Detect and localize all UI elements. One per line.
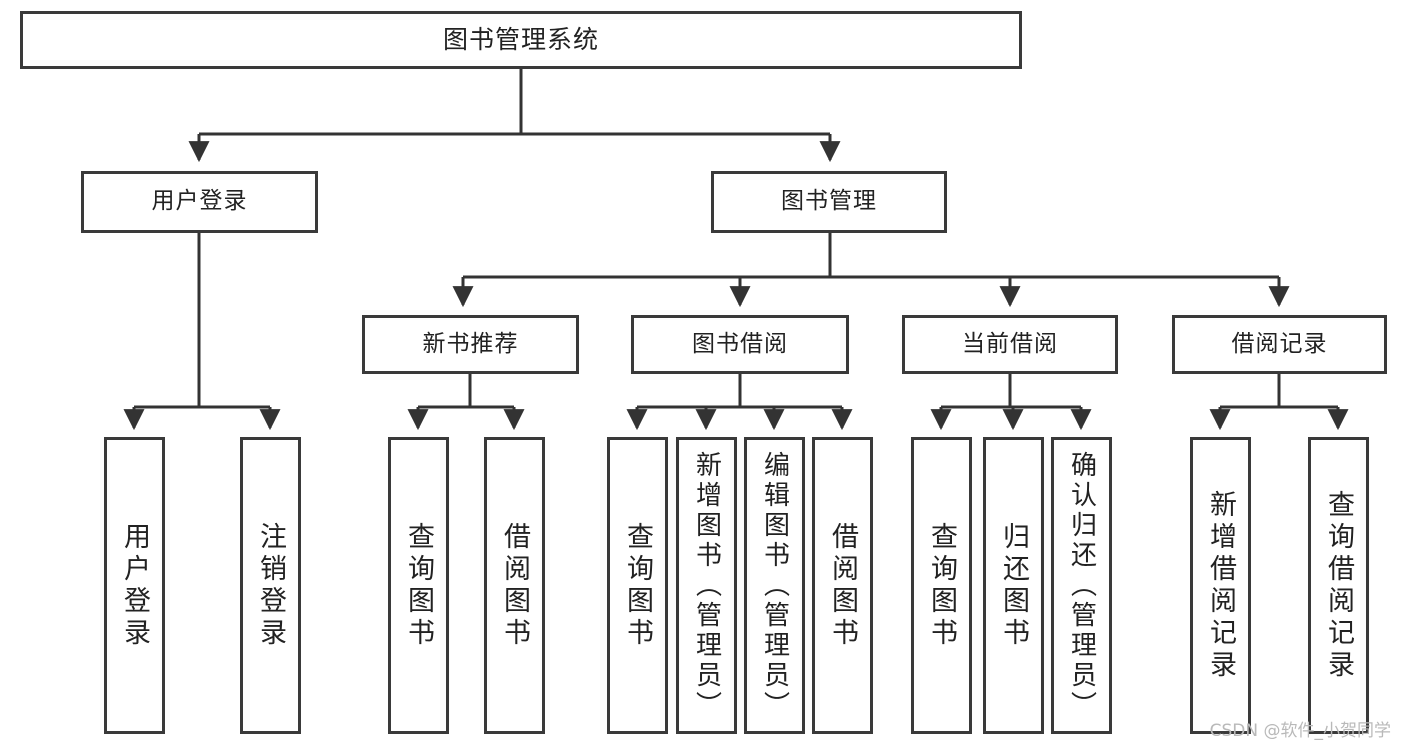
node-root[interactable]: 图书管理系统	[20, 11, 1022, 69]
leaf-query-book[interactable]: 查询图书	[607, 437, 668, 734]
node-borrow-record-label: 借阅记录	[1231, 330, 1328, 357]
node-user-login-label: 用户登录	[151, 188, 248, 215]
node-current-borrow[interactable]: 当前借阅	[902, 315, 1118, 374]
leaf-query-book-current[interactable]: 查询图书	[911, 437, 972, 734]
leaf-add-borrow-record-label: 新增借阅记录	[1205, 489, 1236, 682]
leaf-return-book-label: 归还图书	[998, 521, 1029, 650]
leaf-add-book-admin[interactable]: 新增图书（管理员）	[676, 437, 737, 734]
leaf-add-borrow-record[interactable]: 新增借阅记录	[1190, 437, 1251, 734]
leaf-logout[interactable]: 注销登录	[240, 437, 301, 734]
node-new-book-recommend-label: 新书推荐	[422, 330, 519, 357]
leaf-return-book[interactable]: 归还图书	[983, 437, 1044, 734]
node-book-management-label: 图书管理	[781, 188, 877, 215]
node-book-borrow[interactable]: 图书借阅	[631, 315, 849, 374]
leaf-borrow-book[interactable]: 借阅图书	[812, 437, 873, 734]
leaf-query-borrow-record-label: 查询借阅记录	[1323, 489, 1354, 682]
node-new-book-recommend[interactable]: 新书推荐	[362, 315, 579, 374]
node-user-login[interactable]: 用户登录	[81, 171, 318, 233]
leaf-confirm-return-admin-label: 确认归还（管理员）	[1066, 450, 1097, 721]
leaf-borrow-book-new-label: 借阅图书	[499, 521, 530, 650]
leaf-query-borrow-record[interactable]: 查询借阅记录	[1308, 437, 1369, 734]
node-current-borrow-label: 当前借阅	[962, 330, 1058, 357]
leaf-confirm-return-admin[interactable]: 确认归还（管理员）	[1051, 437, 1112, 734]
leaf-logout-label: 注销登录	[255, 521, 286, 650]
leaf-query-book-label: 查询图书	[622, 521, 653, 650]
leaf-query-book-new-label: 查询图书	[403, 521, 434, 650]
leaf-user-login-label: 用户登录	[119, 521, 150, 650]
leaf-add-book-admin-label: 新增图书（管理员）	[691, 450, 722, 721]
leaf-query-book-new[interactable]: 查询图书	[388, 437, 449, 734]
leaf-borrow-book-label: 借阅图书	[827, 521, 858, 650]
node-book-management[interactable]: 图书管理	[711, 171, 947, 233]
leaf-user-login[interactable]: 用户登录	[104, 437, 165, 734]
leaf-edit-book-admin[interactable]: 编辑图书（管理员）	[744, 437, 805, 734]
leaf-edit-book-admin-label: 编辑图书（管理员）	[759, 450, 790, 721]
leaf-borrow-book-new[interactable]: 借阅图书	[484, 437, 545, 734]
csdn-watermark: CSDN @软件_小贺同学	[1209, 721, 1391, 741]
node-book-borrow-label: 图书借阅	[692, 330, 788, 357]
node-borrow-record[interactable]: 借阅记录	[1172, 315, 1387, 374]
leaf-query-book-current-label: 查询图书	[926, 521, 957, 650]
node-root-label: 图书管理系统	[442, 25, 599, 54]
